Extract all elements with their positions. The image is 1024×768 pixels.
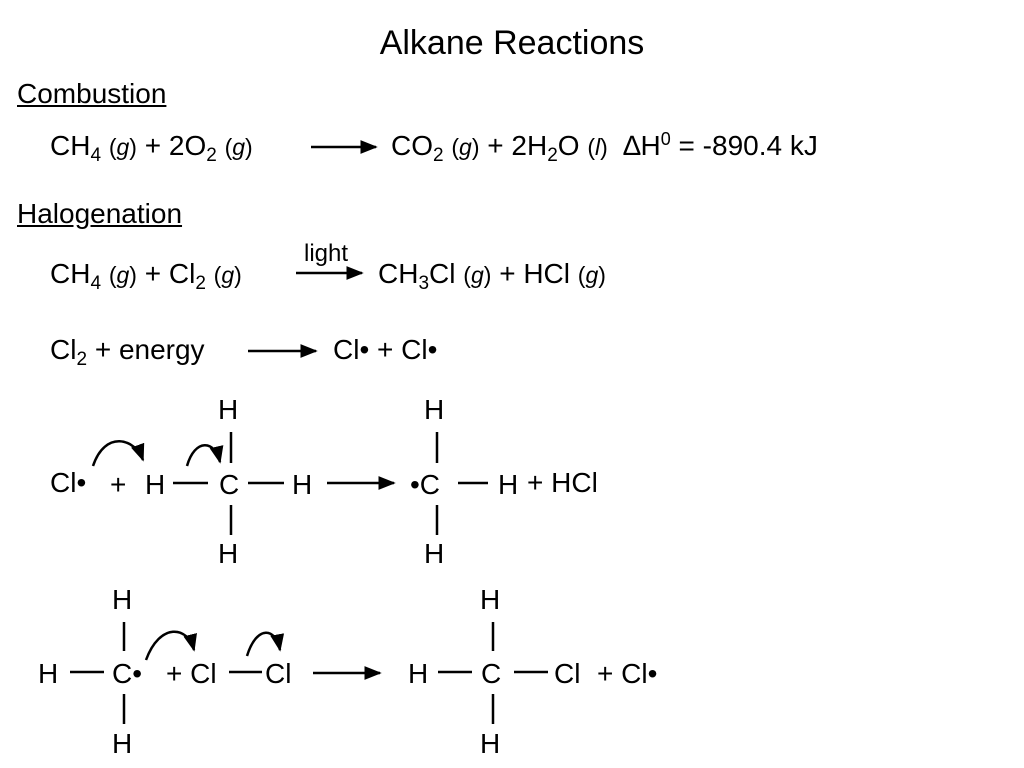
chlorine-radical-product: + Cl• (597, 658, 658, 689)
methane-h-bottom: H (218, 538, 239, 569)
methyl-radical-h-top: H (112, 584, 133, 615)
chloromethane-h-top: H (480, 584, 501, 615)
plus-sign: + (110, 469, 127, 500)
curved-arrow-2 (185, 444, 224, 467)
methyl-radical-h-left: H (38, 658, 59, 689)
enthalpy-value: = -890.4 kJ (678, 130, 818, 161)
curved-arrow-4 (245, 631, 285, 657)
oxygen-phase: g (232, 134, 246, 160)
chlorine-radical: Cl• (50, 467, 87, 498)
co2-phase: g (459, 134, 472, 160)
combustion-products: CO2 (g) + 2H2O (l) ∆H0 = -890.4 kJ (391, 129, 818, 166)
chloromethane-h-left: H (408, 658, 429, 689)
chloromethane-carbon: C (481, 658, 502, 689)
curved-arrow-1 (91, 440, 145, 467)
water-phase: l (595, 134, 601, 160)
methane-bonds (173, 432, 284, 535)
methyl-h-top: H (424, 394, 445, 425)
chloromethane-bonds (438, 622, 548, 724)
methane-h-right: H (292, 469, 313, 500)
methyl-radical-bonds (435, 432, 488, 535)
methyl-radical-h-bottom: H (112, 728, 133, 759)
methyl-h-bottom: H (424, 538, 445, 569)
halogenation-heading: Halogenation (17, 198, 183, 229)
methane-h-left: H (145, 469, 166, 500)
chloromethane-h-bottom: H (480, 728, 501, 759)
chlorine-atom-2: Cl (265, 658, 292, 689)
co2-formula: CO (391, 130, 433, 161)
halogenation-products: CH3Cl (g) + HCl (g) (378, 258, 606, 294)
light-label: light (304, 240, 349, 267)
water-formula: + 2H (487, 130, 548, 161)
chlorine-atom-1: + Cl (166, 658, 217, 689)
methane-phase: g (116, 134, 130, 160)
methane-h-top: H (218, 394, 239, 425)
methane-carbon: C (219, 469, 240, 500)
halogenation-reactants: CH4 (g) + Cl2 (g) (50, 258, 242, 294)
methyl-radical-2-bonds (70, 622, 262, 724)
initiation-reactant: Cl2 + energy (50, 334, 205, 370)
initiation-products: Cl• + Cl• (333, 334, 438, 365)
combustion-heading: Combustion (17, 78, 167, 109)
curved-arrow-3 (144, 630, 197, 661)
methyl-radical-carbon: •C (410, 469, 441, 500)
page-title: Alkane Reactions (379, 24, 645, 62)
combustion-reactants: CH4 (g) + 2O2 (g) (50, 130, 253, 166)
methyl-radical-c: C• (112, 658, 143, 689)
methane-formula: CH (50, 130, 91, 161)
enthalpy-symbol: ∆H (623, 130, 661, 161)
chloromethane-cl: Cl (554, 658, 581, 689)
methyl-h-right: H (498, 469, 519, 500)
hcl-product: + HCl (527, 467, 598, 498)
oxygen-formula: + 2O (144, 130, 207, 161)
